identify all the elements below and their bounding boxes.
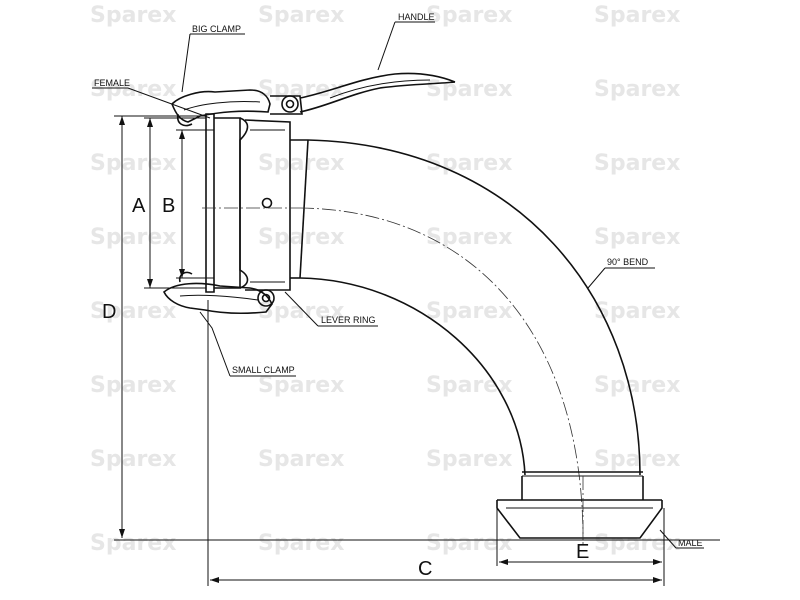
- watermark-text: Sparex: [426, 373, 512, 398]
- dimension-b: B: [162, 195, 175, 217]
- watermark-text: Sparex: [594, 77, 680, 102]
- label-lever-ring: LEVER RING: [321, 315, 376, 325]
- watermark-text: Sparex: [426, 447, 512, 472]
- watermark-text: Sparex: [426, 225, 512, 250]
- female-coupler: [202, 113, 308, 293]
- watermark-text: Sparex: [90, 225, 176, 250]
- watermark-text: Sparex: [594, 373, 680, 398]
- leader-lines: [92, 21, 704, 549]
- label-handle: HANDLE: [398, 12, 435, 22]
- watermark-text: Sparex: [594, 447, 680, 472]
- watermark-text: Sparex: [90, 299, 176, 324]
- dimension-d: D: [102, 301, 116, 323]
- watermark-text: Sparex: [426, 151, 512, 176]
- dimension-lines: [114, 115, 720, 586]
- watermark-text: Sparex: [90, 447, 176, 472]
- watermark-text: Sparex: [258, 151, 344, 176]
- watermark-text: Sparex: [594, 299, 680, 324]
- big-clamp-handle: [171, 72, 456, 127]
- label-male: MALE: [678, 538, 703, 548]
- watermark-text: Sparex: [426, 3, 512, 28]
- watermark-text: Sparex: [426, 531, 512, 556]
- label-female: FEMALE: [94, 78, 130, 88]
- watermark-text: Sparex: [426, 77, 512, 102]
- watermark-text: Sparex: [594, 531, 680, 556]
- watermark-text: Sparex: [258, 373, 344, 398]
- dimension-c: C: [418, 558, 432, 580]
- watermark-text: Sparex: [594, 151, 680, 176]
- watermark-text: Sparex: [258, 3, 344, 28]
- label-small-clamp: SMALL CLAMP: [232, 365, 295, 375]
- watermark-text: Sparex: [426, 299, 512, 324]
- watermark-text: Sparex: [594, 3, 680, 28]
- watermark-text: Sparex: [90, 3, 176, 28]
- watermark-text: Sparex: [90, 531, 176, 556]
- label-big-clamp: BIG CLAMP: [192, 24, 241, 34]
- dimension-a: A: [132, 195, 146, 217]
- watermark-text: Sparex: [90, 373, 176, 398]
- watermark-text: Sparex: [90, 151, 176, 176]
- bend-pipe: [299, 139, 643, 541]
- watermark-text: Sparex: [258, 447, 344, 472]
- label-90-bend: 90° BEND: [607, 257, 649, 267]
- watermark-text: Sparex: [594, 225, 680, 250]
- male-fitting: [496, 476, 663, 539]
- dimension-e: E: [576, 541, 589, 563]
- watermark-text: Sparex: [258, 531, 344, 556]
